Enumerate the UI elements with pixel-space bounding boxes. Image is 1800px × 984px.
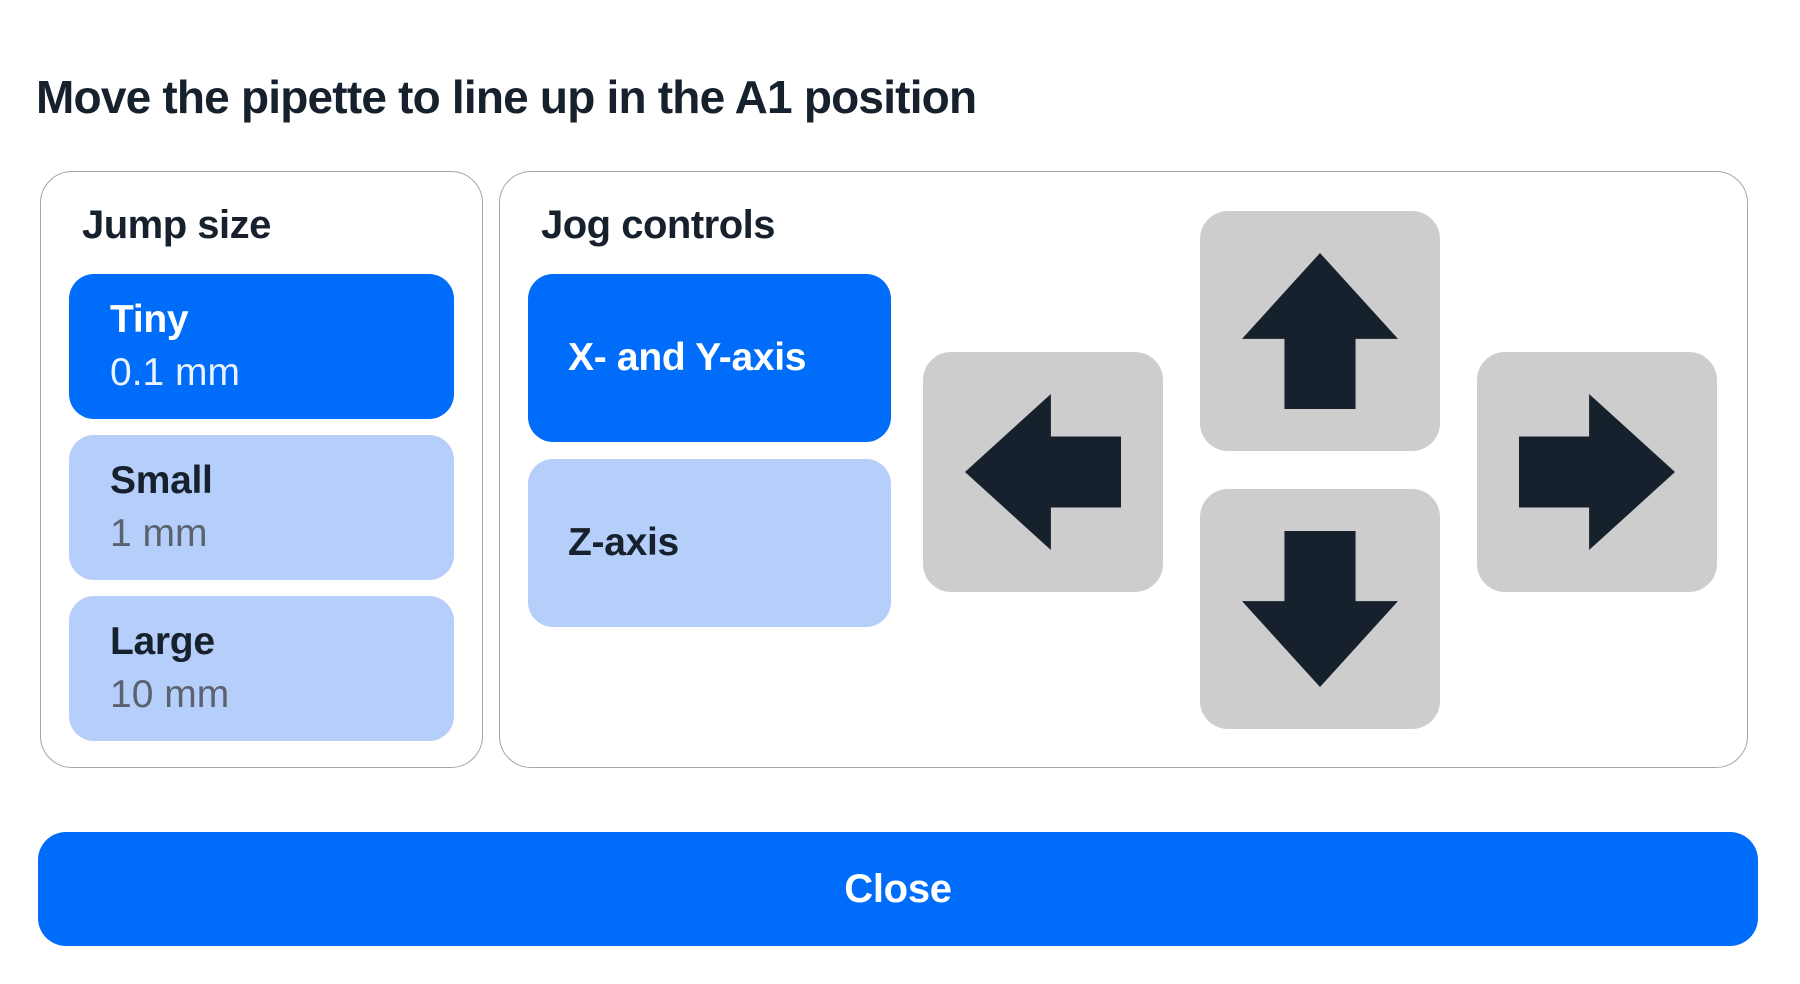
jump-size-option-tiny-value: 0.1 mm <box>110 350 241 394</box>
jump-size-option-tiny[interactable]: Tiny 0.1 mm <box>69 274 454 419</box>
page-title: Move the pipette to line up in the A1 po… <box>36 70 977 123</box>
jump-size-option-large-label: Large <box>110 619 215 663</box>
jog-dpad <box>923 211 1717 730</box>
axis-option-xy[interactable]: X- and Y-axis <box>528 274 891 442</box>
jump-size-option-tiny-label: Tiny <box>110 297 189 341</box>
jog-up-button[interactable] <box>1200 211 1440 451</box>
arrow-up-icon <box>1241 252 1399 410</box>
jog-left-button[interactable] <box>923 352 1163 592</box>
arrow-right-icon <box>1518 393 1676 551</box>
jog-controls-label: Jog controls <box>541 203 776 247</box>
axis-option-xy-label: X- and Y-axis <box>568 335 807 379</box>
jog-controls-panel: Jog controls X- and Y-axis Z-axis <box>499 171 1748 768</box>
jump-size-option-large[interactable]: Large 10 mm <box>69 596 454 741</box>
jump-size-option-small-label: Small <box>110 458 213 502</box>
close-button[interactable]: Close <box>38 832 1758 946</box>
jump-size-panel: Jump size Tiny 0.1 mm Small 1 mm Large 1… <box>40 171 483 768</box>
jog-down-button[interactable] <box>1200 489 1440 729</box>
jump-size-options: Tiny 0.1 mm Small 1 mm Large 10 mm <box>69 274 454 741</box>
jump-size-option-large-value: 10 mm <box>110 672 230 716</box>
jump-size-label: Jump size <box>82 203 271 247</box>
close-button-label: Close <box>844 866 952 911</box>
axis-selector: X- and Y-axis Z-axis <box>528 274 891 627</box>
arrow-down-icon <box>1241 530 1399 688</box>
jog-right-button[interactable] <box>1477 352 1717 592</box>
axis-option-z[interactable]: Z-axis <box>528 459 891 627</box>
arrow-left-icon <box>964 393 1122 551</box>
jump-size-option-small[interactable]: Small 1 mm <box>69 435 454 580</box>
axis-option-z-label: Z-axis <box>568 520 679 564</box>
jump-size-option-small-value: 1 mm <box>110 511 208 555</box>
